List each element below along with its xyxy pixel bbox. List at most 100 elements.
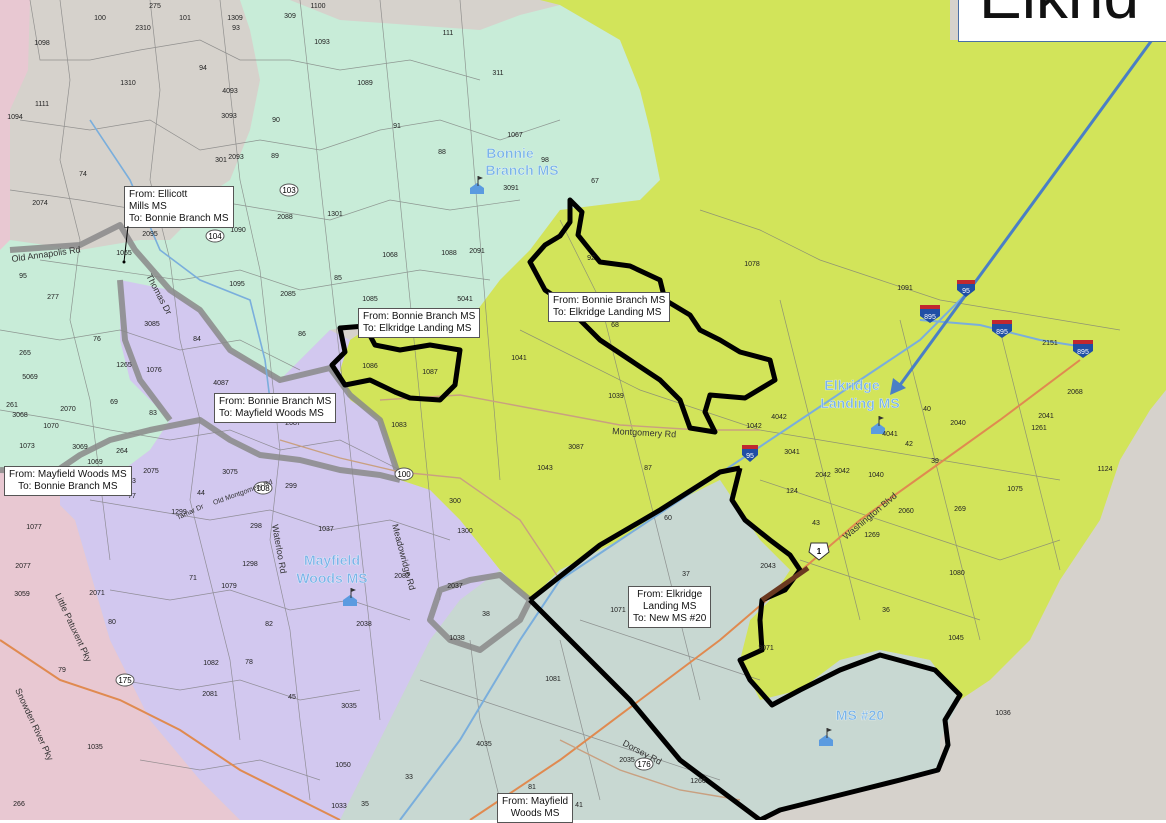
precinct-number: 1080: [949, 570, 965, 577]
callout-arrow: [898, 39, 1154, 386]
precinct-number: 1035: [87, 744, 103, 751]
precinct-number: 1087: [422, 369, 438, 376]
precinct-number: 2093: [228, 154, 244, 161]
precinct-number: 1124: [1097, 466, 1112, 473]
precinct-number: 90: [272, 117, 280, 124]
precinct-number: 67: [591, 178, 599, 185]
precinct-number: 81: [528, 784, 536, 791]
precinct-number: 43: [812, 520, 820, 527]
callout-text: Elkrid: [979, 0, 1139, 33]
interstate-shield-895c: 895: [1073, 340, 1093, 358]
precinct-number: 1069: [87, 459, 103, 466]
outline-area-2091: [527, 197, 778, 435]
precinct-number: 5069: [22, 374, 38, 381]
precinct-number: 2075: [143, 468, 159, 475]
annotation-line: Woods MS: [510, 808, 560, 819]
precinct-number: 1100: [310, 3, 325, 10]
school-labels: Bonnie Branch MS Elkridge Landing MS May…: [296, 145, 900, 723]
precinct-number: 98: [541, 157, 549, 164]
precinct-number: 2068: [1067, 389, 1083, 396]
precinct-number: 2085: [280, 291, 296, 298]
precinct-number: 2081: [202, 691, 218, 698]
precinct-number: 1041: [511, 355, 527, 362]
precinct-number: 266: [13, 801, 25, 808]
school-flag-icon: [871, 416, 885, 434]
precinct-number: 3091: [503, 185, 519, 192]
precinct-number: 3042: [834, 468, 850, 475]
precinct-number: 80: [108, 619, 116, 626]
precinct-number: 1065: [116, 250, 132, 257]
road-label: Montgomery Rd: [612, 426, 676, 439]
interstate-shield-95b: 95: [957, 280, 975, 297]
annotation-ellicott-to-bonnie: From: Ellicott Mills MS To: Bonnie Branc…: [124, 186, 234, 228]
state-route-shield-108: 108: [253, 481, 273, 495]
precinct-number: 2091: [469, 248, 485, 255]
precinct-number: 2038: [356, 621, 372, 628]
state-route-shield-104: 104: [205, 229, 225, 243]
shield-label: 895: [924, 314, 936, 321]
precinct-number: 1037: [318, 526, 334, 533]
annotation-line: To: Bonnie Branch MS: [129, 213, 229, 224]
interstate-shield-895b: 895: [992, 320, 1012, 338]
precinct-number: 41: [575, 802, 583, 809]
school-label-bonnie-branch: Bonnie: [486, 145, 534, 161]
precinct-number: 299: [285, 483, 297, 490]
precinct-number: 3087: [568, 444, 584, 451]
precinct-number: 1070: [43, 423, 59, 430]
school-label-mayfield-woods: Mayfield: [304, 552, 360, 568]
mayfield-woods-zone: [60, 280, 500, 820]
precinct-number: 84: [193, 336, 201, 343]
precinct-number: 1040: [868, 472, 884, 479]
precinct-number: 4035: [476, 741, 492, 748]
state-route-shield-100: 100: [394, 467, 414, 481]
precinct-number: 3071: [758, 645, 774, 652]
precinct-number: 311: [492, 70, 503, 77]
precinct-number: 1300: [457, 528, 473, 535]
precinct-number: 1033: [331, 803, 347, 810]
precinct-number: 45: [288, 694, 296, 701]
precinct-number: 1309: [227, 15, 243, 22]
school-flag-icon: [343, 588, 357, 606]
precinct-number: 36: [882, 607, 890, 614]
boundary-change-outlines: [329, 197, 963, 820]
precinct-number: 73: [128, 478, 136, 485]
outline-brown-segment: [760, 565, 810, 603]
precinct-number: 1266: [690, 778, 706, 785]
shield-label: 895: [996, 329, 1008, 336]
precinct-number: 1078: [744, 261, 760, 268]
county-boundary-lines: [0, 222, 533, 653]
precinct-number: 3035: [341, 703, 357, 710]
precinct-number: 2151: [1042, 340, 1058, 347]
precinct-number: 1261: [1031, 425, 1047, 432]
precinct-number: 3075: [222, 469, 238, 476]
precinct-number: 3059: [14, 591, 30, 598]
precinct-number: 4042: [771, 414, 787, 421]
precinct-number: 1091: [897, 285, 913, 292]
annotation-line: From: Elkridge: [637, 589, 703, 600]
precinct-number: 2077: [15, 563, 31, 570]
shield-label: 95: [746, 453, 754, 460]
precinct-number: 1042: [746, 423, 762, 430]
precinct-number: 2071: [89, 590, 105, 597]
precinct-number: 4041: [882, 431, 898, 438]
precinct-number: 124: [786, 488, 798, 495]
precinct-number: 4093: [222, 88, 238, 95]
annotation-line: To: Bonnie Branch MS: [18, 481, 118, 492]
precinct-number: 1093: [314, 39, 330, 46]
annotation-line: To: Mayfield Woods MS: [219, 408, 324, 419]
ms20-zone: [340, 480, 960, 820]
callout-arrowhead: [890, 378, 906, 395]
annotation-bonnie-to-mayfield: From: Bonnie Branch MS To: Mayfield Wood…: [214, 393, 337, 423]
route-blue-west: [89, 119, 271, 401]
precinct-number: 69: [110, 399, 118, 406]
route-100: [279, 439, 561, 581]
precinct-number: 42: [905, 441, 913, 448]
annotation-line: To: New MS #20: [633, 613, 707, 624]
precinct-number: 1038: [449, 635, 465, 642]
shield-label: 175: [118, 676, 132, 685]
annotation-line: To: Elkridge Landing MS: [363, 323, 472, 334]
precinct-number: 1310: [120, 80, 136, 87]
precinct-number: 1043: [537, 465, 553, 472]
precinct-number: 300: [449, 498, 461, 505]
precinct-number: 1039: [608, 393, 624, 400]
